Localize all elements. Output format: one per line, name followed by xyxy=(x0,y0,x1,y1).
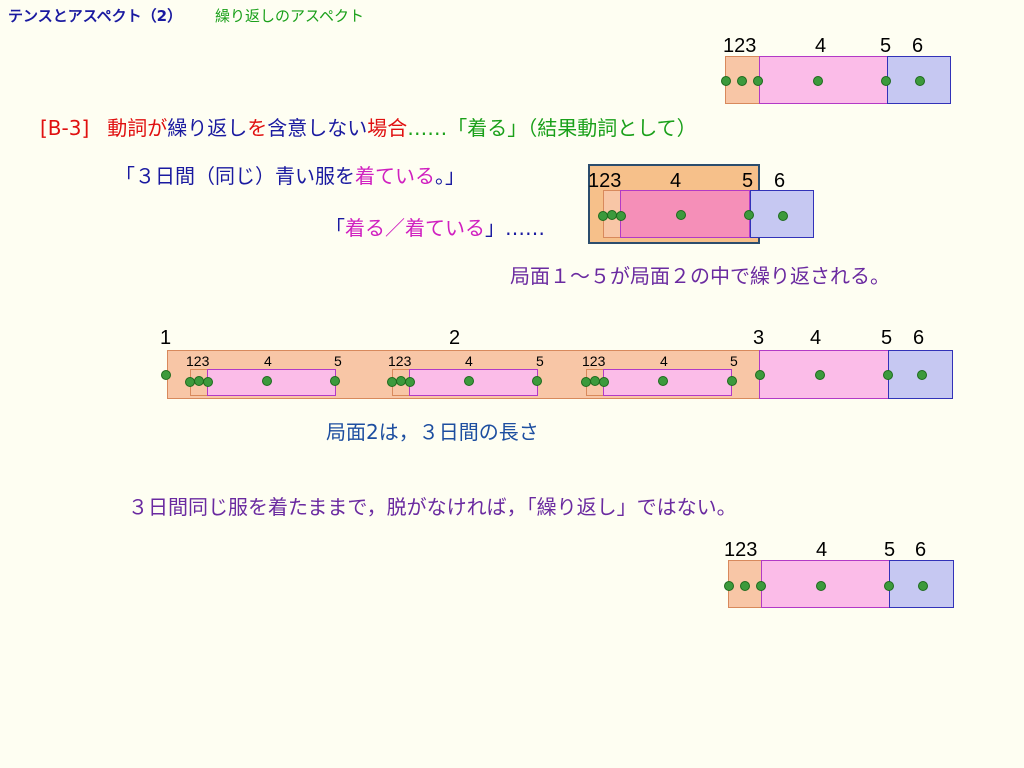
label-5: 5 xyxy=(742,170,754,192)
point-4 xyxy=(658,376,668,386)
point-6 xyxy=(778,211,788,221)
repeat-note: 局面１〜５が局面２の中で繰り返される。 xyxy=(510,264,890,288)
conclusion-note: ３日間同じ服を着たままで，脱がなければ，「繰り返し」ではない。 xyxy=(128,495,737,519)
point-2 xyxy=(737,76,747,86)
label-4: 4 xyxy=(815,35,827,57)
label-4: 4 xyxy=(810,327,822,349)
label-5: 5 xyxy=(730,353,738,369)
label-5: 5 xyxy=(881,327,893,349)
phase-block-6 xyxy=(750,190,814,238)
point-3 xyxy=(616,211,626,221)
point-6 xyxy=(918,581,928,591)
point-3 xyxy=(203,377,213,387)
point-6 xyxy=(915,76,925,86)
label-4: 4 xyxy=(465,353,473,369)
label-4: 4 xyxy=(264,353,272,369)
point-2 xyxy=(740,581,750,591)
point-4 xyxy=(676,210,686,220)
label-4: 4 xyxy=(660,353,668,369)
label-5: 5 xyxy=(536,353,544,369)
point-1 xyxy=(721,76,731,86)
label-1: 1 xyxy=(160,327,172,349)
label-123: 123 xyxy=(388,353,412,369)
point-5 xyxy=(727,376,737,386)
point-5 xyxy=(883,370,893,380)
point-3 xyxy=(599,377,609,387)
label-3: 3 xyxy=(753,327,765,349)
section-code: [B-3] xyxy=(40,116,90,140)
label-123: 123 xyxy=(186,353,210,369)
label-4: 4 xyxy=(670,170,682,192)
point-3 xyxy=(753,76,763,86)
point-5 xyxy=(884,581,894,591)
example-sentence: 「３日間（同じ）青い服を着ている。」 xyxy=(115,164,465,188)
point-5 xyxy=(330,376,340,386)
phase2-note: 局面2は，３日間の長さ xyxy=(326,420,539,444)
phase-block-4 xyxy=(759,56,888,104)
example-gloss: 「着る／着ている」…… xyxy=(325,216,545,240)
label-6: 6 xyxy=(913,327,925,349)
label-5: 5 xyxy=(884,539,896,561)
point-3 xyxy=(755,370,765,380)
point-4 xyxy=(816,581,826,591)
point-5 xyxy=(881,76,891,86)
label-123: 123 xyxy=(724,539,758,561)
point-6 xyxy=(917,370,927,380)
label-4: 4 xyxy=(816,539,828,561)
point-1 xyxy=(161,370,171,380)
label-123: 123 xyxy=(588,170,622,192)
label-6: 6 xyxy=(912,35,924,57)
point-1 xyxy=(724,581,734,591)
slide-subtitle: 繰り返しのアスペクト xyxy=(215,7,364,25)
label-5: 5 xyxy=(334,353,342,369)
label-6: 6 xyxy=(774,170,786,192)
label-123: 123 xyxy=(582,353,606,369)
section-heading: [B-3]動詞が繰り返しを含意しない場合……「着る」（結果動詞として） xyxy=(40,116,697,140)
point-4 xyxy=(813,76,823,86)
point-5 xyxy=(744,210,754,220)
point-4 xyxy=(815,370,825,380)
point-3 xyxy=(756,581,766,591)
point-4 xyxy=(464,376,474,386)
point-4 xyxy=(262,376,272,386)
label-6: 6 xyxy=(915,539,927,561)
label-123: 123 xyxy=(723,35,757,57)
label-2: 2 xyxy=(449,327,461,349)
point-5 xyxy=(532,376,542,386)
label-5: 5 xyxy=(880,35,892,57)
point-3 xyxy=(405,377,415,387)
slide-title: テンスとアスペクト（2） xyxy=(8,7,183,25)
